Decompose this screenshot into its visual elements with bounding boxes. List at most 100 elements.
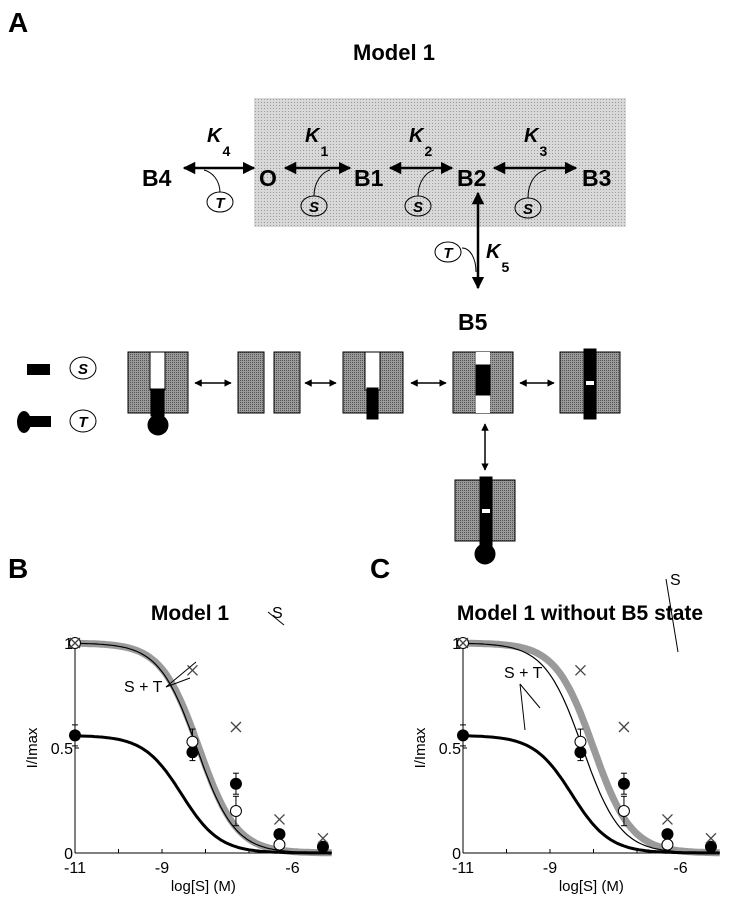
channel-b5 xyxy=(454,476,516,565)
x-tick-label: -9 xyxy=(543,860,557,877)
annotation-s: S xyxy=(670,572,681,589)
svg-text:K4: K4 xyxy=(207,125,230,159)
x-tick-label: -6 xyxy=(285,860,299,877)
y-axis-label: I/Imax xyxy=(24,727,41,768)
data-point-filled xyxy=(69,729,81,742)
annotation-st-leader xyxy=(165,661,197,688)
svg-text:T: T xyxy=(215,195,226,212)
curve-gray xyxy=(75,639,332,857)
y-tick-label: 0.5 xyxy=(51,741,73,758)
data-point-cross xyxy=(69,637,81,649)
legend-s-label: S xyxy=(78,361,88,378)
data-point-cross xyxy=(230,721,242,733)
ligand-t-circle xyxy=(206,191,234,213)
ligand-s-circle xyxy=(300,195,328,217)
data-point-cross xyxy=(457,637,469,649)
x-axis-label: log[S] (M) xyxy=(171,878,236,895)
state-labels: B4 O B1 B2 B3 B5 xyxy=(142,165,611,335)
data-point-cross xyxy=(661,813,673,825)
channel-o xyxy=(237,351,301,414)
data-point-open xyxy=(574,735,587,748)
y-tick-label: 0 xyxy=(64,846,73,863)
state-b1: B1 xyxy=(354,165,384,191)
x-axis-label: log[S] (M) xyxy=(559,878,624,895)
channel-b2 xyxy=(452,351,514,414)
x-tick-label: -6 xyxy=(673,860,687,877)
x-tick-label: -11 xyxy=(64,860,86,877)
channel-b1 xyxy=(342,351,404,420)
data-point-filled xyxy=(229,777,242,790)
ligand-markers: T S S S T xyxy=(206,191,542,263)
y-tick-label: 0 xyxy=(452,846,461,863)
y-tick-label: 1 xyxy=(64,636,73,653)
data-point-open xyxy=(229,805,242,817)
data-point-filled xyxy=(617,777,630,790)
x-tick-label: -11 xyxy=(452,860,474,877)
annotation-st: S + T xyxy=(124,679,163,696)
ligand-s-circle xyxy=(404,195,432,217)
curve-s-t xyxy=(463,734,720,855)
annotation-s-leader xyxy=(665,578,679,653)
channel-cartoons xyxy=(127,348,621,565)
chart-title: Model 1 without B5 state xyxy=(457,602,703,625)
panel-label-a: A xyxy=(8,7,28,38)
x-tick-label: -9 xyxy=(155,860,169,877)
data-point-open xyxy=(186,735,199,748)
state-o: O xyxy=(259,165,277,191)
annotation-s: S xyxy=(272,605,283,622)
annotation-st: S + T xyxy=(504,665,543,682)
data-point-cross xyxy=(705,832,717,844)
panel-a-title: Model 1 xyxy=(353,40,435,65)
state-b3: B3 xyxy=(582,165,611,191)
data-point-cross xyxy=(186,664,198,676)
curve-gray xyxy=(463,639,720,857)
data-point-filled xyxy=(316,840,329,853)
channel-b3 xyxy=(559,348,621,420)
data-point-open xyxy=(617,805,630,817)
svg-text:K5: K5 xyxy=(486,241,509,275)
legend-t-label: T xyxy=(78,414,89,431)
s-symbol xyxy=(27,364,50,375)
annotation-s-leader xyxy=(267,611,285,626)
legend-a: S T xyxy=(17,356,97,433)
state-b4: B4 xyxy=(142,165,172,191)
ligand-s-circle xyxy=(514,197,542,219)
data-point-filled xyxy=(661,828,674,841)
ligand-connectors xyxy=(203,169,547,273)
panel-label: C xyxy=(370,553,390,584)
annotation-st-leader xyxy=(519,683,541,709)
data-point-filled xyxy=(704,840,717,853)
chart-c: C Model 1 without B5 state -11 -9 -6 0 0.5 1 log… xyxy=(370,553,720,895)
y-axis-label: I/Imax xyxy=(412,727,429,768)
svg-text:K2: K2 xyxy=(409,125,432,159)
annotation-st-leader xyxy=(519,683,526,731)
data-point-cross xyxy=(574,664,586,676)
data-point-cross xyxy=(317,832,329,844)
data-point-filled xyxy=(457,729,469,742)
svg-text:K1: K1 xyxy=(305,125,328,159)
data-point-filled xyxy=(273,828,286,841)
curve-s-t xyxy=(74,734,332,855)
curve-s xyxy=(74,642,332,854)
y-tick-label: 1 xyxy=(452,636,461,653)
svg-text:S: S xyxy=(523,201,533,218)
state-b5: B5 xyxy=(458,309,488,335)
svg-text:S: S xyxy=(309,199,319,216)
svg-text:T: T xyxy=(443,245,454,262)
ligand-t-circle xyxy=(434,241,462,263)
svg-text:S: S xyxy=(413,199,423,216)
data-point-cross xyxy=(273,813,285,825)
y-tick-label: 0.5 xyxy=(439,741,461,758)
panel-label: B xyxy=(8,553,28,584)
annotation-st-leader xyxy=(165,677,191,688)
transition-arrows xyxy=(182,161,578,290)
cartoon-arrows xyxy=(194,379,555,471)
channel-b4 xyxy=(127,351,189,436)
rate-constants: K4 K1 K2 K3 K5 xyxy=(207,125,547,275)
svg-text:K3: K3 xyxy=(524,125,547,159)
data-point-open xyxy=(273,838,286,851)
state-b2: B2 xyxy=(457,165,486,191)
chart-title: Model 1 xyxy=(151,602,229,625)
